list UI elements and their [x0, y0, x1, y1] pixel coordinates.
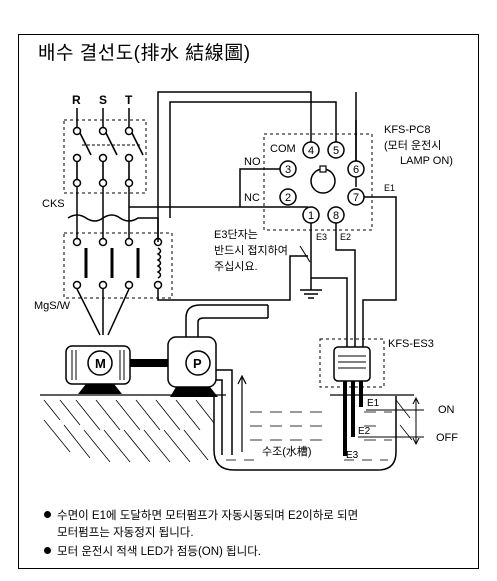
phase-t-label: T	[125, 93, 133, 107]
electrode-e1-label: E1	[367, 398, 380, 409]
ground-note-line3: 주십시요.	[214, 260, 258, 273]
level-off-label: OFF	[436, 432, 458, 444]
electrode-e3-label: E3	[346, 450, 359, 461]
note-1-continued: 모터펌프는 자동정지 됩니다.	[57, 527, 194, 539]
no-label: NO	[244, 156, 261, 168]
ground	[40, 394, 414, 463]
cks-breaker	[63, 119, 147, 194]
relay-e2-label: E2	[340, 232, 351, 242]
mgsw-label: MgS/W	[34, 300, 71, 312]
cks-label: CKS	[42, 198, 65, 210]
terminal-6: 6	[353, 164, 359, 176]
lamp-note-line2: LAMP ON)	[400, 155, 453, 167]
relay-kfs-pc8	[263, 133, 373, 231]
bullet-icon	[44, 547, 51, 554]
note-2: 모터 운전시 적색 LED가 점등(ON) 됩니다.	[44, 544, 261, 561]
kfs-pc8-label: KFS-PC8	[384, 124, 430, 136]
bullet-icon	[44, 511, 51, 518]
terminal-8: 8	[333, 210, 339, 222]
ground-note-line2: 반드시 접지하여	[214, 243, 288, 257]
electrode-holder	[319, 338, 385, 456]
pump-symbol: P	[193, 356, 202, 371]
magnetic-switch	[63, 232, 173, 299]
lamp-note-line1: (모터 운전시	[384, 139, 441, 152]
pump	[167, 304, 269, 455]
electrode-e2-label: E2	[358, 426, 371, 437]
terminal-5: 5	[333, 145, 339, 157]
relay-e1-label: E1	[384, 183, 395, 193]
terminal-3: 3	[285, 164, 291, 176]
relay-e3-label: E3	[316, 232, 327, 242]
terminal-1: 1	[308, 210, 314, 222]
phase-s-label: S	[99, 93, 107, 107]
motor-symbol: M	[95, 356, 106, 371]
water-tank	[213, 396, 397, 471]
phase-r-label: R	[72, 93, 81, 107]
terminal-7: 7	[353, 192, 359, 204]
nc-label: NC	[244, 192, 260, 204]
terminal-4: 4	[308, 145, 314, 157]
com-label: COM	[270, 143, 296, 155]
level-markers	[358, 396, 424, 446]
diagram-frame	[18, 34, 479, 569]
note-1: 수면이 E1에 도달하면 모터펌프가 자동시동되며 E2이하로 되면	[44, 508, 358, 525]
diagram-title: 배수 결선도(排水 結線圖)	[38, 43, 251, 64]
tank-label: 수조(水槽)	[262, 445, 312, 458]
level-on-label: ON	[438, 404, 455, 416]
ground-note-line1: E3단자는	[214, 228, 258, 241]
motor	[65, 345, 168, 394]
terminal-2: 2	[285, 192, 291, 204]
kfs-es3-label: KFS-ES3	[388, 338, 434, 350]
